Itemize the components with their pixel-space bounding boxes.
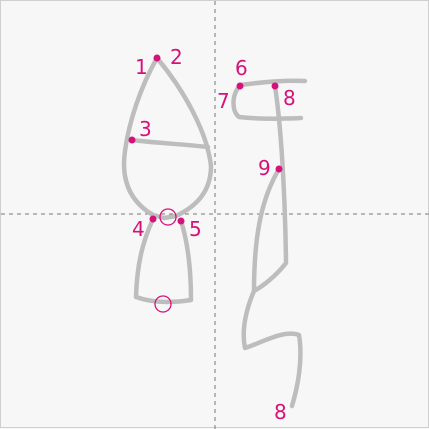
stroke-long-9: [241, 166, 303, 409]
stroke-number-2: 2: [170, 45, 183, 69]
stroke-number-1: 1: [135, 55, 148, 79]
stroke-number-5: 5: [189, 217, 202, 241]
stroke-number-8-top: 8: [283, 86, 296, 110]
start-dot-5: [177, 217, 185, 225]
stroke-join: [251, 260, 289, 294]
stroke-number-3: 3: [139, 117, 152, 141]
stroke-top-6: [237, 78, 308, 88]
stroke-vertical-8: [272, 83, 289, 264]
start-dot-1: [153, 54, 161, 62]
stroke-number-9: 9: [258, 156, 271, 180]
stroke-number-6: 6: [235, 56, 248, 80]
stroke-top-7: [231, 83, 304, 121]
start-dot-8: [271, 82, 279, 90]
start-dot-6: [236, 82, 244, 90]
stroke-bottom-loop: [133, 216, 194, 305]
start-dot-9: [275, 165, 283, 173]
stroke-number-7: 7: [217, 89, 230, 113]
stroke-crossbar-3: [129, 137, 211, 150]
junction-ring-top: [159, 208, 177, 226]
stroke-number-8-bottom: 8: [274, 400, 287, 424]
junction-ring-bottom: [154, 295, 172, 313]
start-dot-3: [128, 136, 136, 144]
stroke-number-4: 4: [132, 217, 145, 241]
start-dot-4: [149, 215, 157, 223]
stroke-left-outer: [121, 55, 214, 221]
